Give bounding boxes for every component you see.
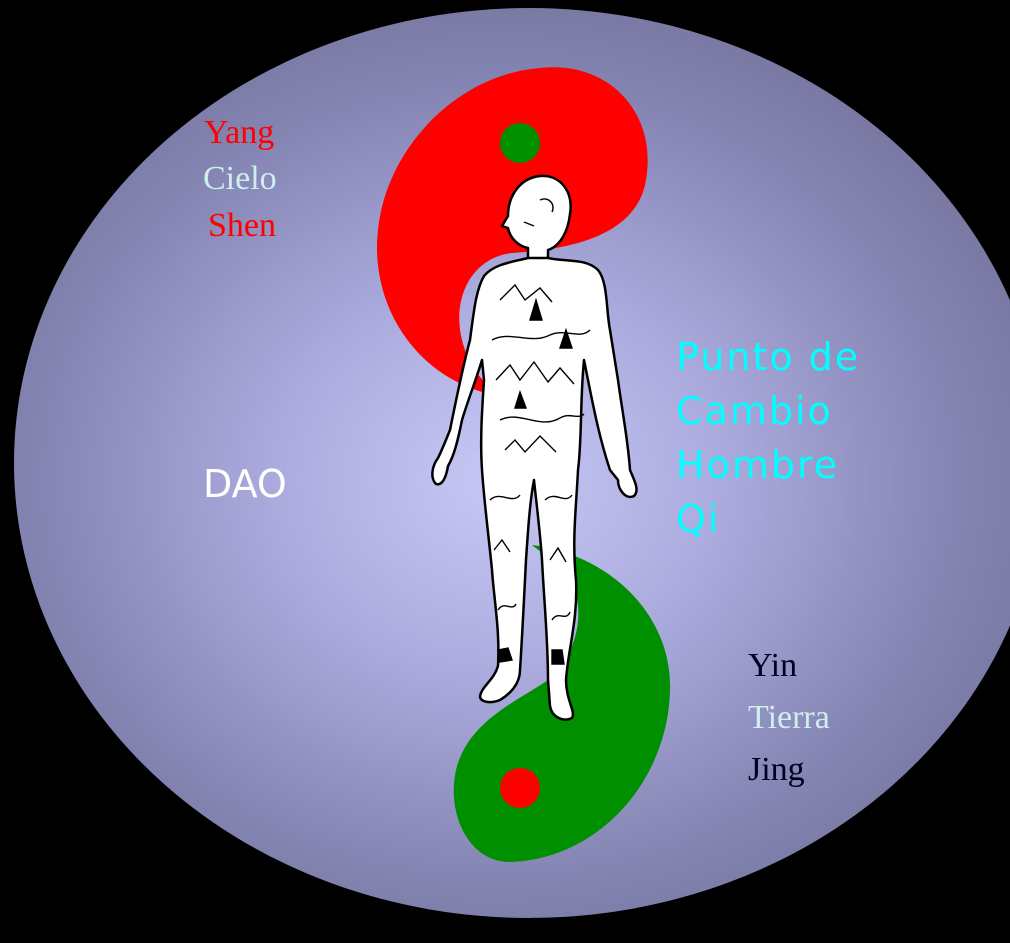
change-point-line-2: Cambio <box>676 389 833 433</box>
change-point-line-4: Qi <box>676 497 721 541</box>
change-point-line-1: Punto de <box>676 335 861 379</box>
dao-label: DAO <box>203 462 287 506</box>
yang-label: Yang <box>204 114 275 151</box>
earth-label: Tierra <box>748 699 830 736</box>
yin-label: Yin <box>748 647 798 684</box>
body-landscape-texture <box>489 198 591 665</box>
change-point-line-3: Hombre <box>676 443 840 487</box>
jing-label: Jing <box>748 751 805 788</box>
yin-eye-dot <box>500 768 540 808</box>
heaven-label: Cielo <box>203 160 277 197</box>
yang-eye-dot <box>500 123 540 163</box>
shen-label: Shen <box>208 207 276 244</box>
human-figure-icon <box>431 174 638 721</box>
change-point-label: Punto de Cambio Hombre Qi <box>676 330 860 546</box>
author-credit: DR. JOSÉ LUIS CORA <box>316 912 604 943</box>
